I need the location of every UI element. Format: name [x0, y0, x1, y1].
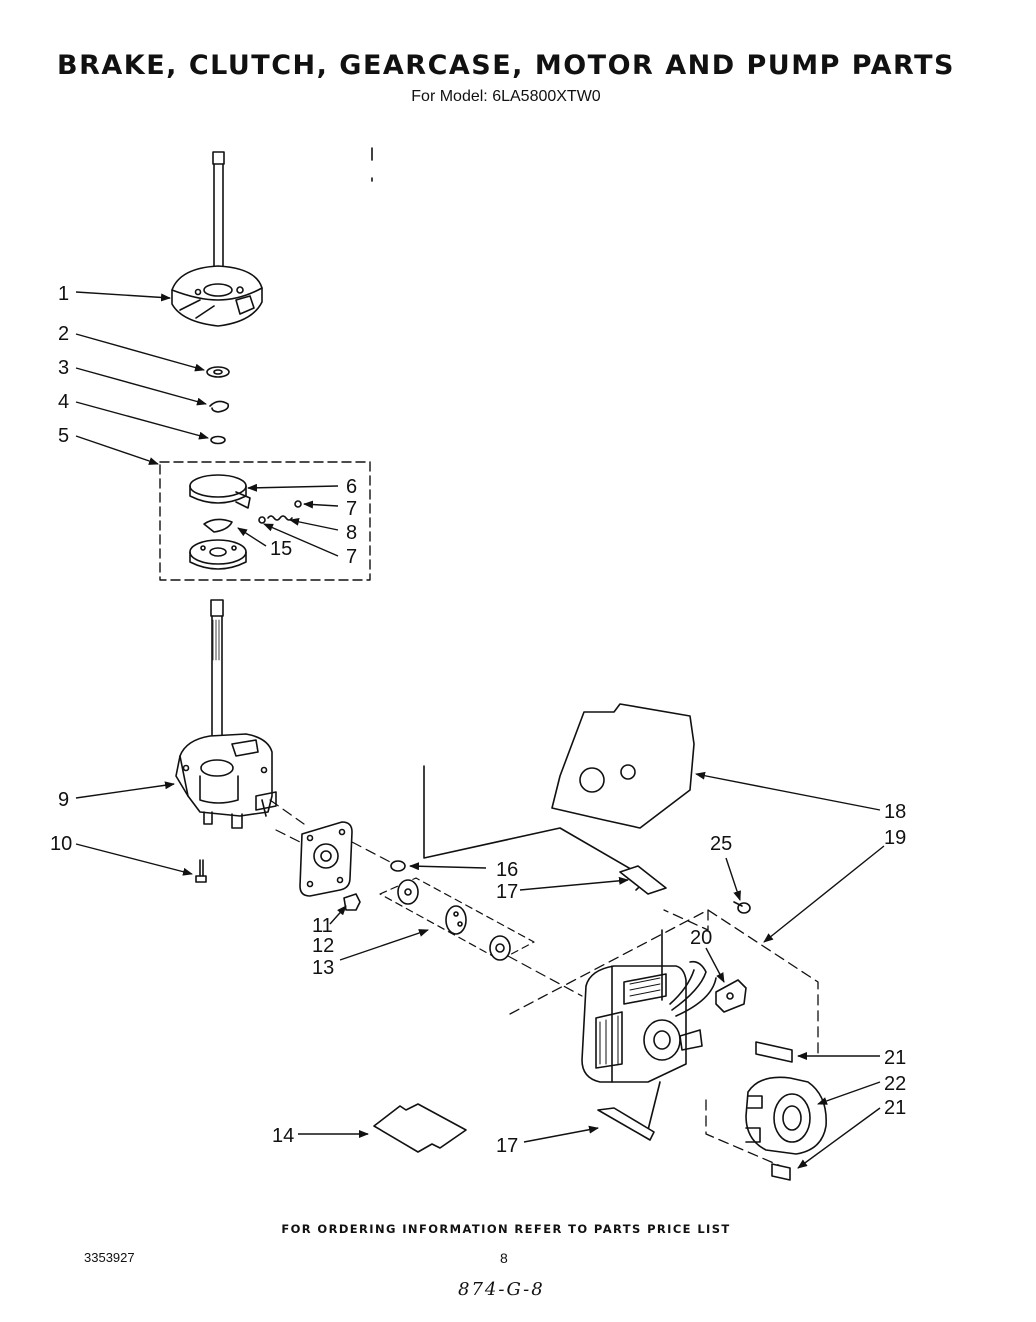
callout-7b: 7	[346, 546, 357, 568]
callout-15: 15	[270, 538, 292, 560]
screw-16	[390, 860, 406, 872]
page-title: BRAKE, CLUTCH, GEARCASE, MOTOR AND PUMP …	[57, 50, 955, 81]
clip-21-lower	[771, 1163, 791, 1181]
motor-shield-18	[551, 703, 695, 829]
model-subtitle: For Model: 6LA5800XTW0	[411, 88, 601, 105]
callout-17a: 17	[496, 881, 518, 903]
bolt-10	[195, 859, 207, 883]
callout-3: 3	[58, 357, 69, 379]
screw-25	[733, 901, 751, 914]
callout-6: 6	[346, 476, 357, 498]
strap-17-lower	[597, 1107, 655, 1141]
callout-14: 14	[272, 1125, 294, 1147]
callout-21a: 21	[884, 1047, 906, 1069]
callout-13: 13	[312, 957, 334, 979]
callout-17b: 17	[496, 1135, 518, 1157]
clutch-assembly-box	[159, 461, 371, 581]
callout-9: 9	[58, 789, 69, 811]
callout-labels: 1 2 3 4 5 6 7 8 15 7 9 10 16 17 11 12 13…	[50, 283, 906, 1157]
callout-18: 18	[884, 801, 906, 823]
callout-4: 4	[58, 391, 69, 413]
callout-8: 8	[346, 522, 357, 544]
retaining-ring-3	[209, 400, 230, 413]
callout-2: 2	[58, 323, 69, 345]
callout-5: 5	[58, 425, 69, 447]
clip-21-upper	[755, 1041, 793, 1063]
pump-22	[745, 1076, 827, 1155]
callout-20: 20	[690, 927, 712, 949]
document-number: 3353927	[84, 1250, 135, 1265]
callout-19: 19	[884, 827, 906, 849]
handwritten-note: 874-G-8	[458, 1279, 545, 1300]
callout-12: 12	[312, 935, 334, 957]
motor-coupling-13	[379, 877, 535, 961]
gasket-14	[373, 1103, 467, 1153]
callout-1: 1	[58, 283, 69, 305]
gearcase-assembly	[175, 599, 277, 829]
callout-11: 11	[312, 915, 333, 937]
callout-21b: 21	[884, 1097, 906, 1119]
callout-7a: 7	[346, 498, 357, 520]
ordering-note: FOR ORDERING INFORMATION REFER TO PARTS …	[281, 1222, 731, 1236]
callout-10: 10	[50, 833, 72, 855]
nut-11	[343, 893, 361, 911]
callout-25: 25	[710, 833, 732, 855]
switch-20	[715, 979, 747, 1013]
washer-2	[206, 366, 230, 378]
motor	[581, 929, 703, 1131]
callout-16: 16	[496, 859, 518, 881]
upper-shaft-brake-cam	[171, 151, 263, 327]
callout-22: 22	[884, 1073, 906, 1095]
motor-assembly-box	[509, 909, 819, 1171]
page-number: 8	[500, 1250, 508, 1266]
washer-4	[210, 435, 226, 445]
motor-mount-plate	[299, 821, 353, 897]
